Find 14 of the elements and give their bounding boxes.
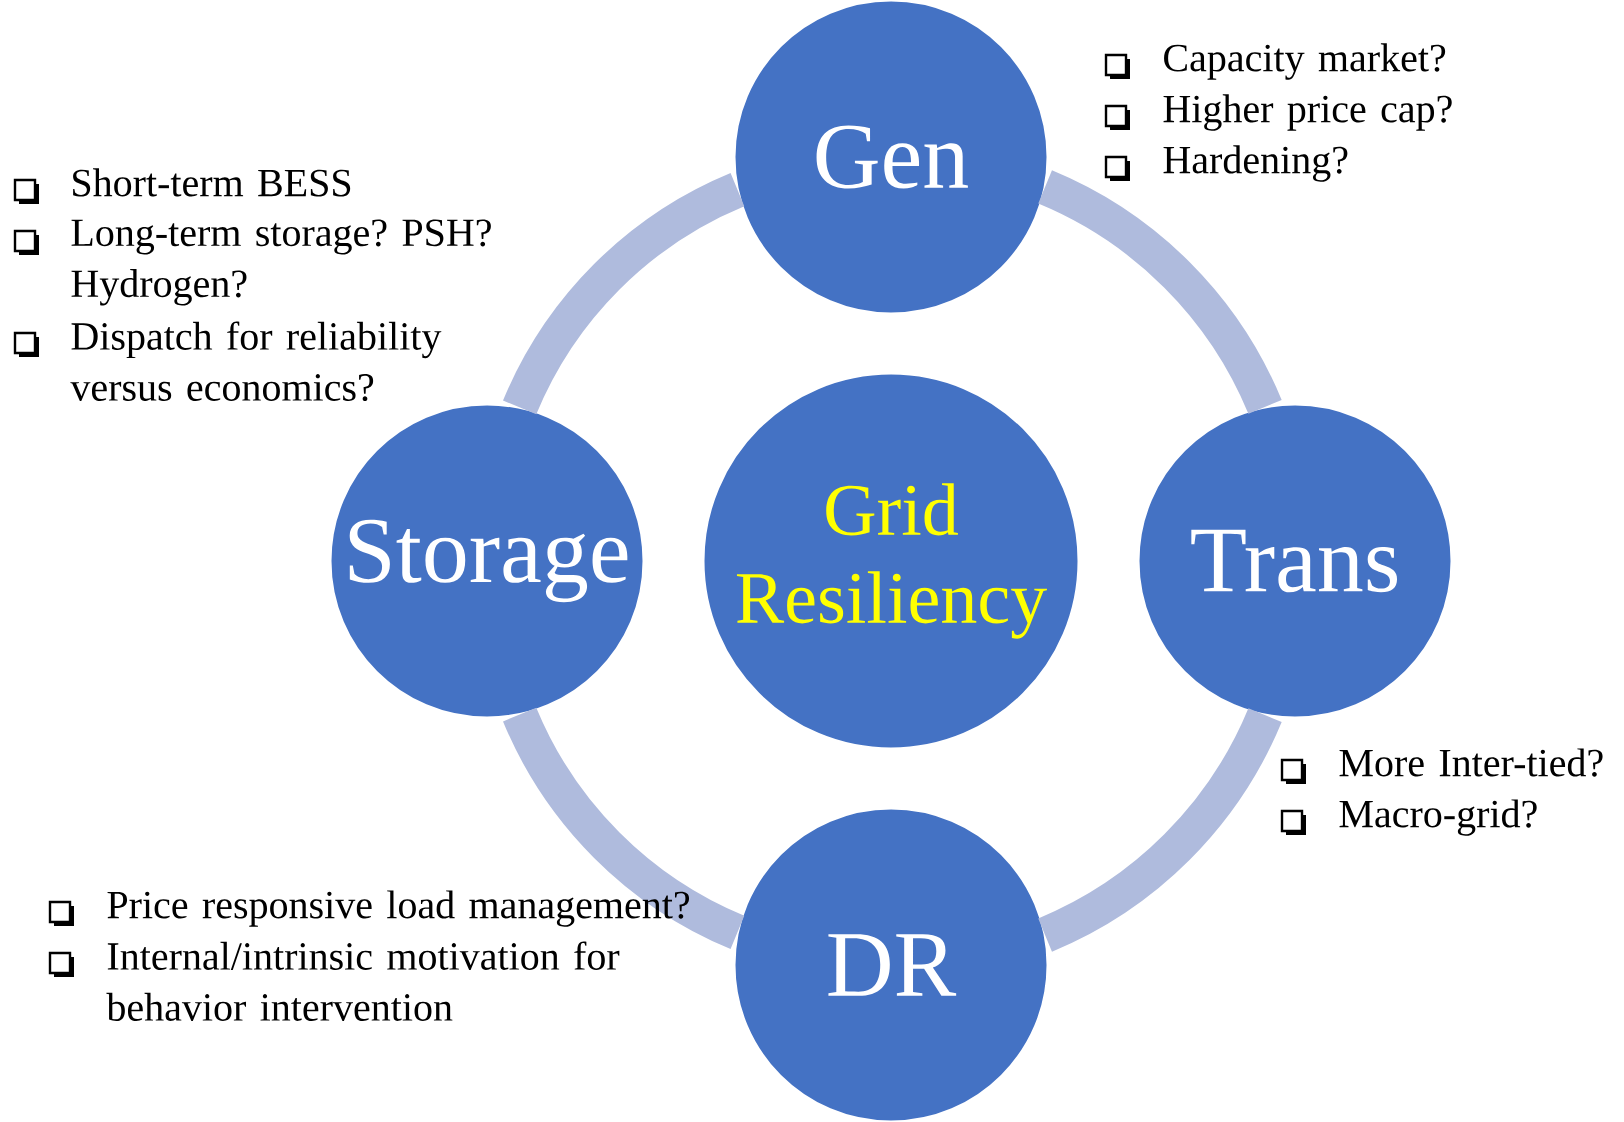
- bullet-text: Macro-grid?: [1339, 799, 1537, 836]
- bullet-text: Short-term BESS: [73, 168, 351, 197]
- bullet-text: Capacity market?: [1164, 43, 1446, 80]
- bullet-text: Higher price cap?: [1163, 94, 1452, 131]
- bullet-text: Internal/intrinsic motivation for behavior intervention: [106, 941, 620, 1021]
- bullet-text: Dispatch for reliability versus economics?: [70, 321, 442, 402]
- bullet-text: Long-term storage? PSH? Hydrogen?: [71, 219, 491, 306]
- bullet-text: Hardening?: [1163, 145, 1348, 182]
- ring-arc: [1037, 170, 1282, 415]
- ring-arc: [503, 173, 745, 415]
- ring-arc: [503, 707, 745, 949]
- ring-arc: [1037, 707, 1282, 952]
- bullet-text: Price responsive load management?: [107, 890, 690, 927]
- bullet-text: More Inter-tied?: [1339, 748, 1603, 777]
